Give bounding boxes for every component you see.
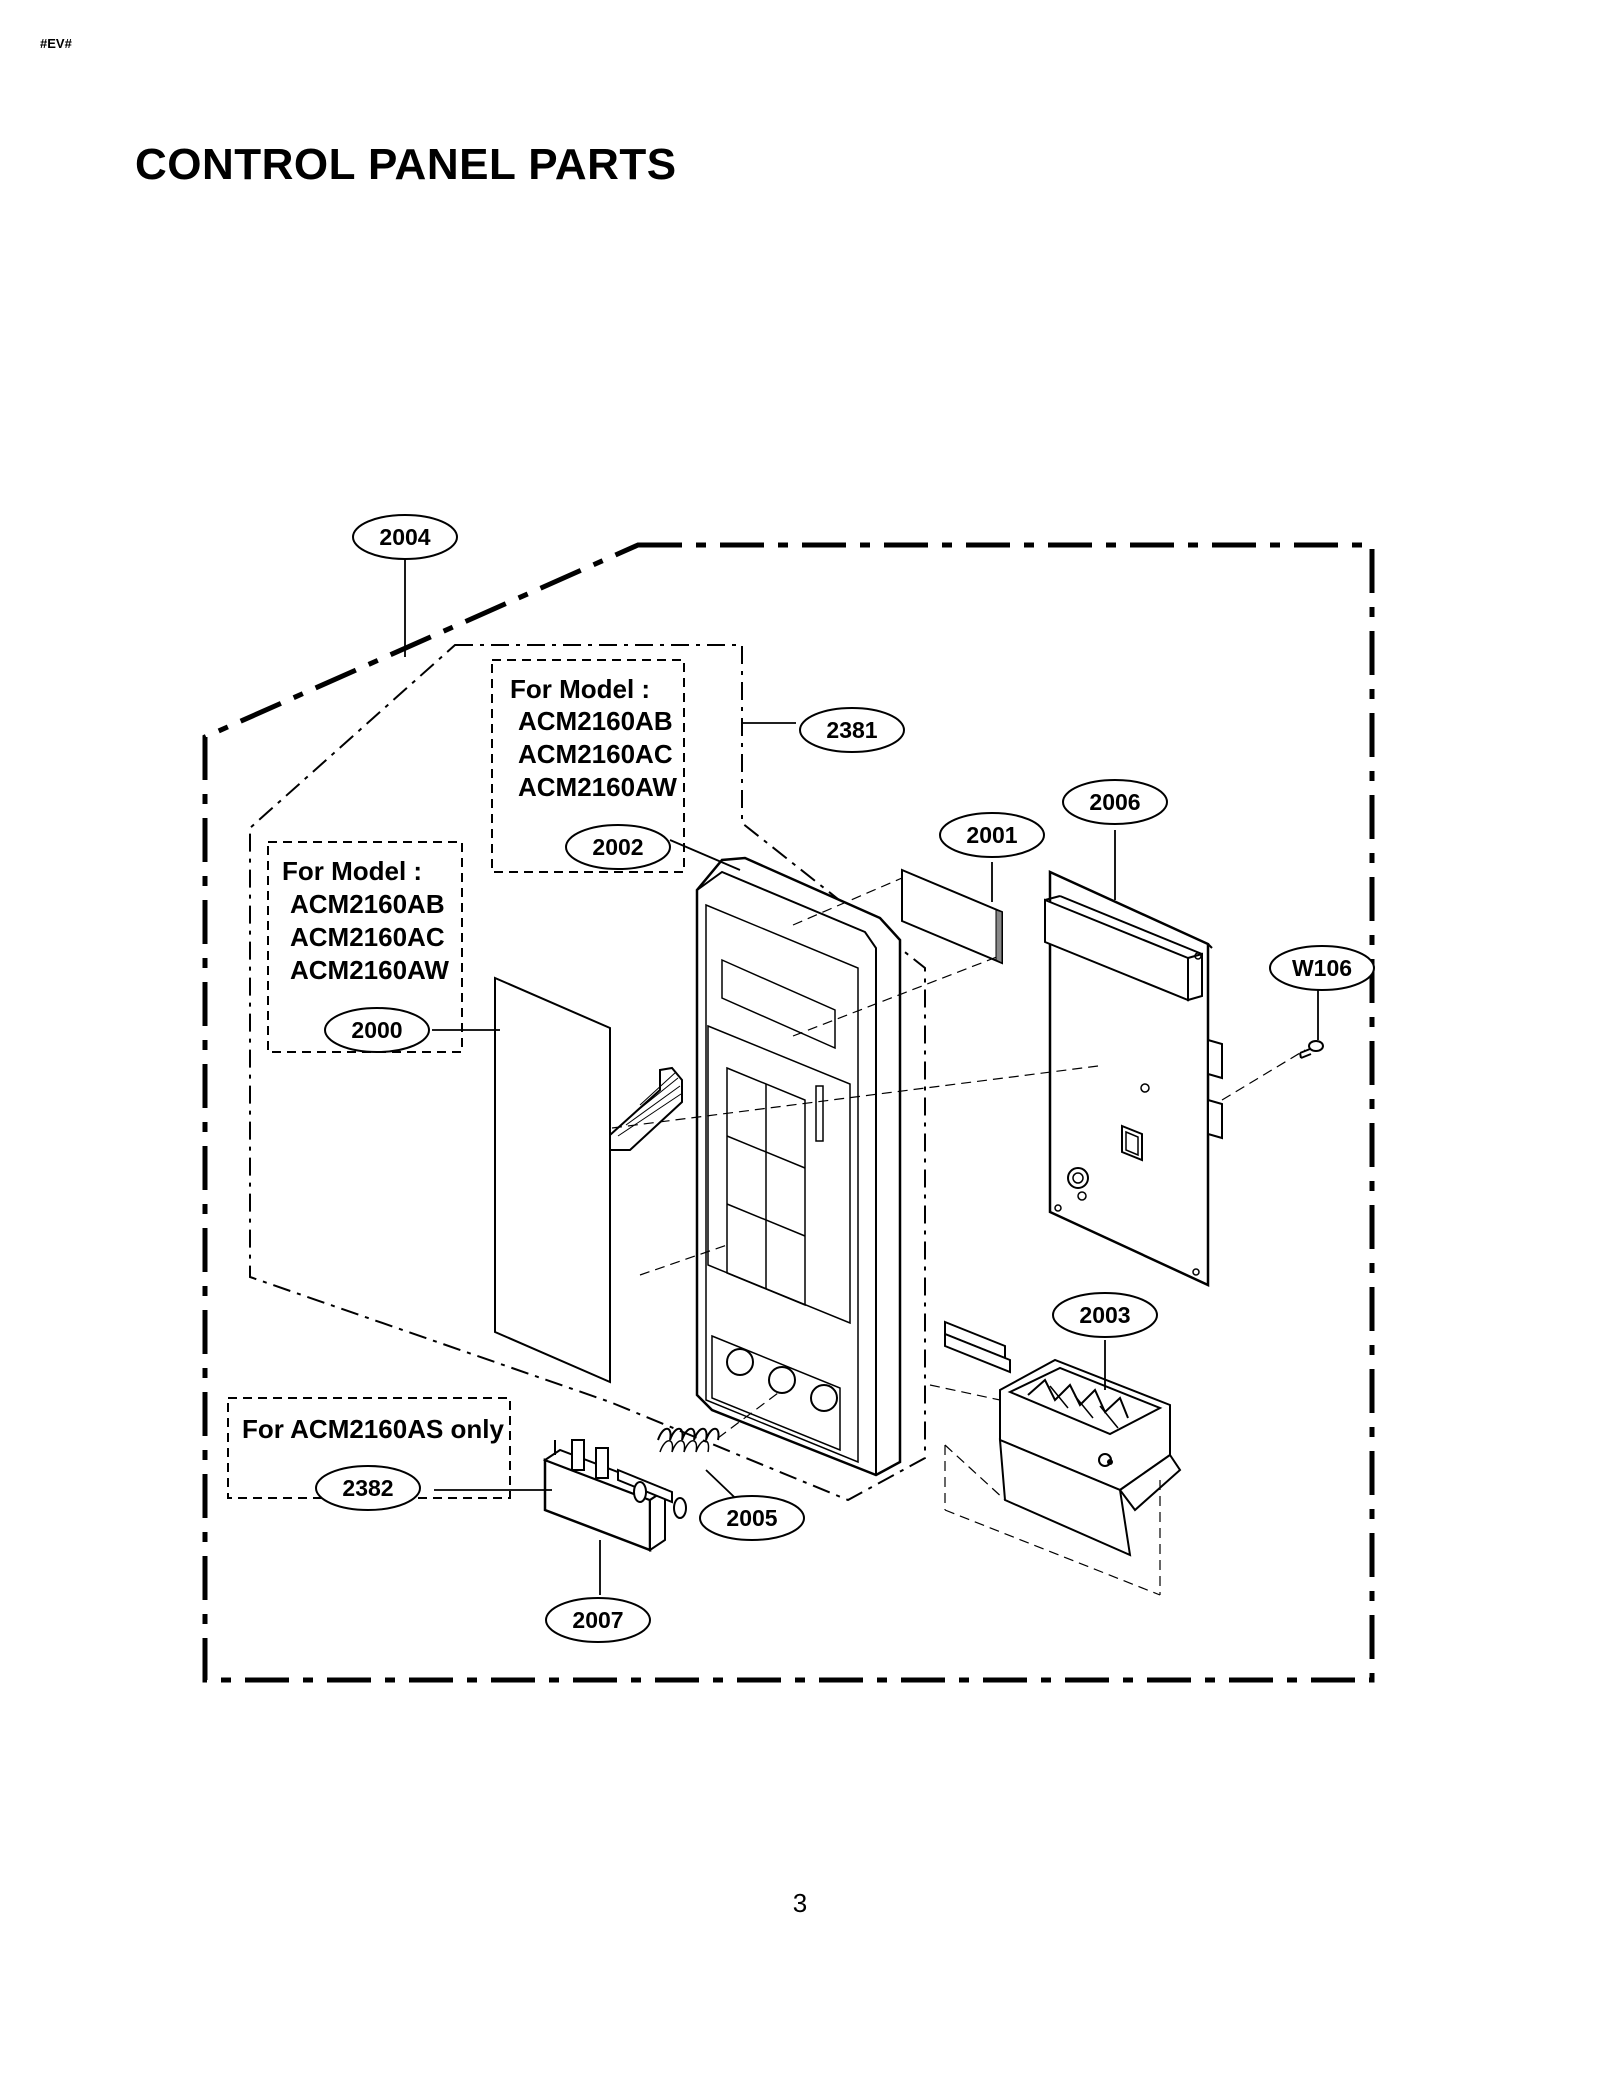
part-2005-spring — [657, 1389, 783, 1453]
svg-text:2007: 2007 — [572, 1607, 623, 1633]
model-note-2002-title: For Model : — [510, 674, 650, 704]
svg-text:2001: 2001 — [966, 822, 1017, 848]
page-title: CONTROL PANEL PARTS — [135, 140, 677, 189]
svg-text:2381: 2381 — [826, 717, 877, 743]
part-2000-membrane — [494, 976, 683, 1384]
model-note-2002-model: ACM2160AC — [518, 739, 673, 769]
model-note-2002: For Model : ACM2160AB ACM2160AC ACM2160A… — [510, 674, 677, 802]
model-note-2002-model: ACM2160AB — [518, 706, 673, 736]
document-code: #EV# — [40, 36, 72, 51]
callout-2382: 2382 — [315, 1465, 421, 1511]
assembly-boundary-2004 — [202, 542, 1375, 1683]
svg-text:W106: W106 — [1292, 955, 1352, 981]
part-2002-control-panel-frame — [639, 856, 902, 1477]
callout-2381: 2381 — [799, 707, 905, 753]
part-2001-display-window — [792, 868, 1003, 1037]
callout-2000: 2000 — [324, 1007, 430, 1053]
callout-2002: 2002 — [565, 824, 671, 870]
svg-text:2382: 2382 — [342, 1475, 393, 1501]
callout-2006: 2006 — [1062, 779, 1168, 825]
svg-text:2002: 2002 — [592, 834, 643, 860]
callout-2007: 2007 — [545, 1597, 651, 1643]
model-note-box-2382 — [227, 1397, 511, 1499]
model-note-2002-model: ACM2160AW — [518, 772, 677, 802]
model-note-2000-model: ACM2160AW — [290, 955, 449, 985]
callout-2001: 2001 — [939, 812, 1045, 858]
svg-text:2003: 2003 — [1079, 1302, 1130, 1328]
callout-W106: W106 — [1269, 945, 1375, 991]
model-note-2000-model: ACM2160AB — [290, 889, 445, 919]
knob-opening-1 — [726, 1348, 754, 1376]
model-note-2382: For ACM2160AS only — [242, 1414, 505, 1444]
model-note-2382-title: For ACM2160AS only — [242, 1414, 505, 1444]
callout-2004: 2004 — [352, 514, 458, 560]
model-note-2000: For Model : ACM2160AB ACM2160AC ACM2160A… — [282, 856, 449, 985]
part-W106-screw — [1299, 1040, 1324, 1059]
callout-2005: 2005 — [699, 1495, 805, 1541]
model-note-2000-model: ACM2160AC — [290, 922, 445, 952]
subassembly-boundary-2381 — [249, 644, 926, 1502]
model-note-2000-title: For Model : — [282, 856, 422, 886]
svg-text:2000: 2000 — [351, 1017, 402, 1043]
part-2003-latch-assembly — [929, 1320, 1182, 1596]
knob-opening-2 — [768, 1366, 796, 1394]
part-2007-push-button — [542, 1439, 687, 1552]
leader-lines — [404, 556, 1319, 1595]
model-note-box-2002 — [491, 659, 685, 873]
svg-text:2004: 2004 — [379, 524, 430, 550]
svg-text:2005: 2005 — [726, 1505, 777, 1531]
svg-text:2006: 2006 — [1089, 789, 1140, 815]
callout-2003: 2003 — [1052, 1292, 1158, 1338]
knob-opening-3 — [810, 1384, 838, 1412]
part-2006-pcb-assembly — [611, 870, 1306, 1287]
page-number: 3 — [792, 1888, 808, 1918]
